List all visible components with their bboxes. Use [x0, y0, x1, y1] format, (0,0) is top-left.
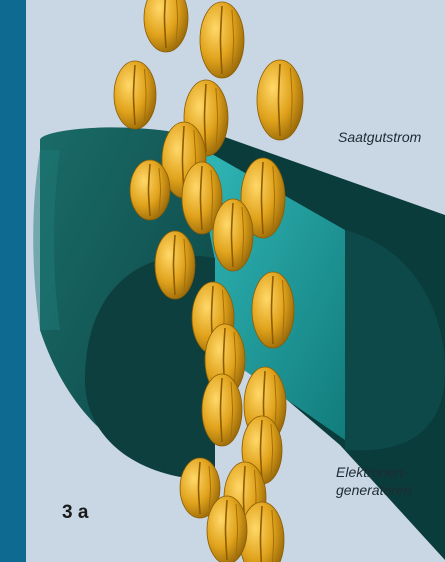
seed-grain-icon [200, 2, 244, 78]
electron-generators-label-line2: generatoren [336, 481, 412, 499]
seed-grain-icon [130, 160, 170, 220]
electron-generators-label-line1: Elektronen- [336, 463, 412, 481]
seed-stream-label: Saatgutstrom [338, 128, 421, 146]
seed-grain-icon [207, 496, 247, 562]
electron-generators-label: Elektronen- generatoren [336, 463, 412, 499]
seed-grain-icon [257, 60, 303, 140]
seed-grain-icon [155, 231, 195, 299]
seed-grain-icon [213, 199, 253, 271]
figure-number: 3 a [62, 502, 88, 524]
seed-grain-icon [252, 272, 294, 348]
seed-grain-icon [202, 374, 242, 446]
seed-grain-icon [114, 61, 156, 129]
seed-grain-icon [144, 0, 188, 52]
